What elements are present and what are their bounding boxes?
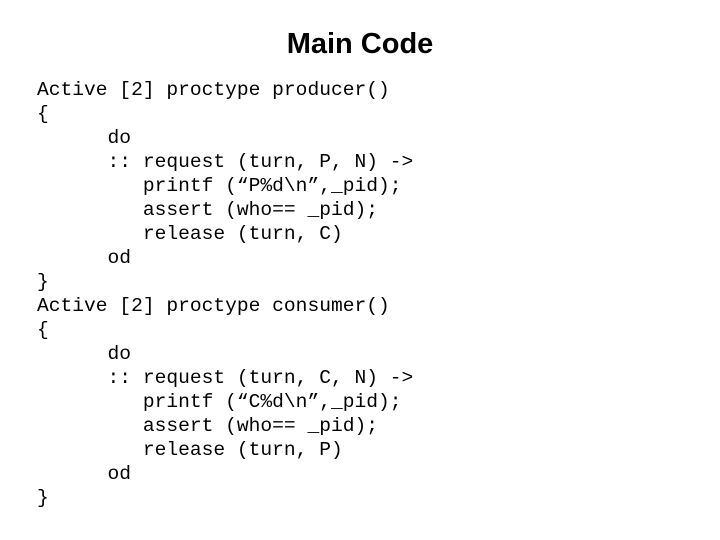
code-line: :: request (turn, C, N) ->	[37, 367, 414, 389]
code-line: Active [2] proctype consumer()	[37, 295, 390, 317]
code-line: {	[37, 103, 49, 125]
code-line: assert (who== _pid);	[37, 415, 378, 437]
code-line: }	[37, 271, 49, 293]
code-line: printf (“C%d\n”,_pid);	[37, 391, 402, 413]
code-line: printf (“P%d\n”,_pid);	[37, 175, 402, 197]
code-line: assert (who== _pid);	[37, 199, 378, 221]
page-title: Main Code	[286, 28, 434, 60]
code-line: :: request (turn, P, N) ->	[37, 151, 414, 173]
code-line: od	[37, 463, 132, 485]
code-line: od	[37, 247, 132, 269]
code-line: do	[37, 127, 132, 149]
code-line: {	[37, 319, 49, 341]
code-line: do	[37, 343, 132, 365]
code-block: Active [2] proctype producer(){ do :: re…	[37, 78, 697, 510]
code-line: release (turn, P)	[37, 439, 343, 461]
code-line: }	[37, 487, 49, 509]
code-line: release (turn, C)	[37, 223, 343, 245]
code-line: Active [2] proctype producer()	[37, 79, 390, 101]
